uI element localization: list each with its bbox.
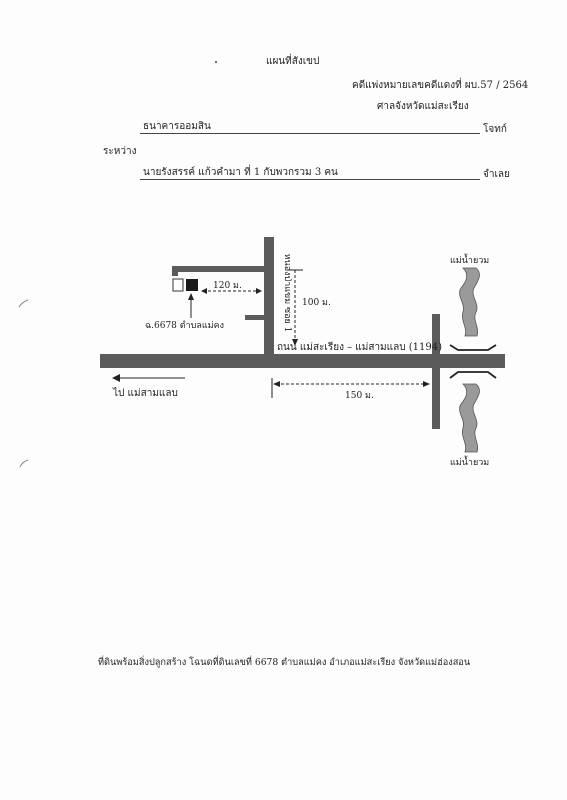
- bridge-bottom-rail: [449, 371, 497, 379]
- property-description: ที่ดินพร้อมสิ่งปลูกสร้าง โฉนดที่ดินเลขที…: [98, 657, 471, 668]
- plaintiff-underline: [140, 133, 480, 134]
- direction-label: ไป แม่สามแลบ: [113, 388, 178, 399]
- subject-plot: [186, 279, 198, 291]
- dim-150-arrow-right: [423, 381, 430, 387]
- court-name: ศาลจังหวัดแม่สะเรียง: [377, 101, 469, 112]
- river-top: [459, 267, 480, 337]
- plot-access-road-stub: [172, 266, 178, 276]
- plot-pointer-arrowhead: [188, 293, 194, 300]
- defendant-role: จำเลย: [483, 169, 510, 180]
- bridge-top-rail: [449, 344, 497, 351]
- river-bottom-label: แม่น้ำยวม: [450, 458, 490, 468]
- neighbour-plot: [172, 278, 184, 292]
- plot-label: ฉ.6678 ตำบลแม่คง: [145, 321, 225, 331]
- road-label: ถนน แม่สะเรียง – แม่สามแลบ (1194): [277, 342, 443, 353]
- side-stub: [245, 315, 265, 320]
- river-top-label: แม่น้ำยวม: [450, 256, 490, 266]
- dim-150-arrow-left: [273, 381, 280, 387]
- soi-label: หนองป่าแขม ซอย 1: [282, 253, 292, 333]
- plot-access-road: [172, 266, 265, 272]
- dim-120-arrow-left: [201, 288, 207, 294]
- direction-arrowhead: [112, 374, 120, 382]
- river-bottom: [459, 383, 480, 453]
- scan-mark: [18, 299, 29, 308]
- soi-road: [264, 237, 274, 355]
- main-road: [100, 354, 505, 368]
- map-title: แผนที่สังเขป: [266, 56, 320, 67]
- bridge-road: [432, 314, 440, 429]
- dim-120-arrow-right: [256, 288, 262, 294]
- defendant-name: นายรังสรรค์ แก้วคำมา ที่ 1 กับพวกรวม 3 ค…: [143, 167, 338, 178]
- dist-plot-label: 120 ม.: [213, 281, 242, 291]
- dist-river-label: 150 ม.: [345, 391, 374, 401]
- between-label: ระหว่าง: [103, 146, 137, 157]
- plaintiff-role: โจทก์: [483, 124, 507, 135]
- dist-soi-label: 100 ม.: [302, 298, 331, 308]
- dim-100-arrow: [292, 339, 298, 346]
- stray-dot: [215, 61, 217, 63]
- defendant-underline: [140, 179, 480, 180]
- plaintiff-name: ธนาคารออมสิน: [143, 121, 211, 132]
- scan-mark-2: [19, 459, 29, 468]
- case-number: คดีแพ่งหมายเลขคดีแดงที่ ผบ.57 / 2564: [352, 80, 529, 91]
